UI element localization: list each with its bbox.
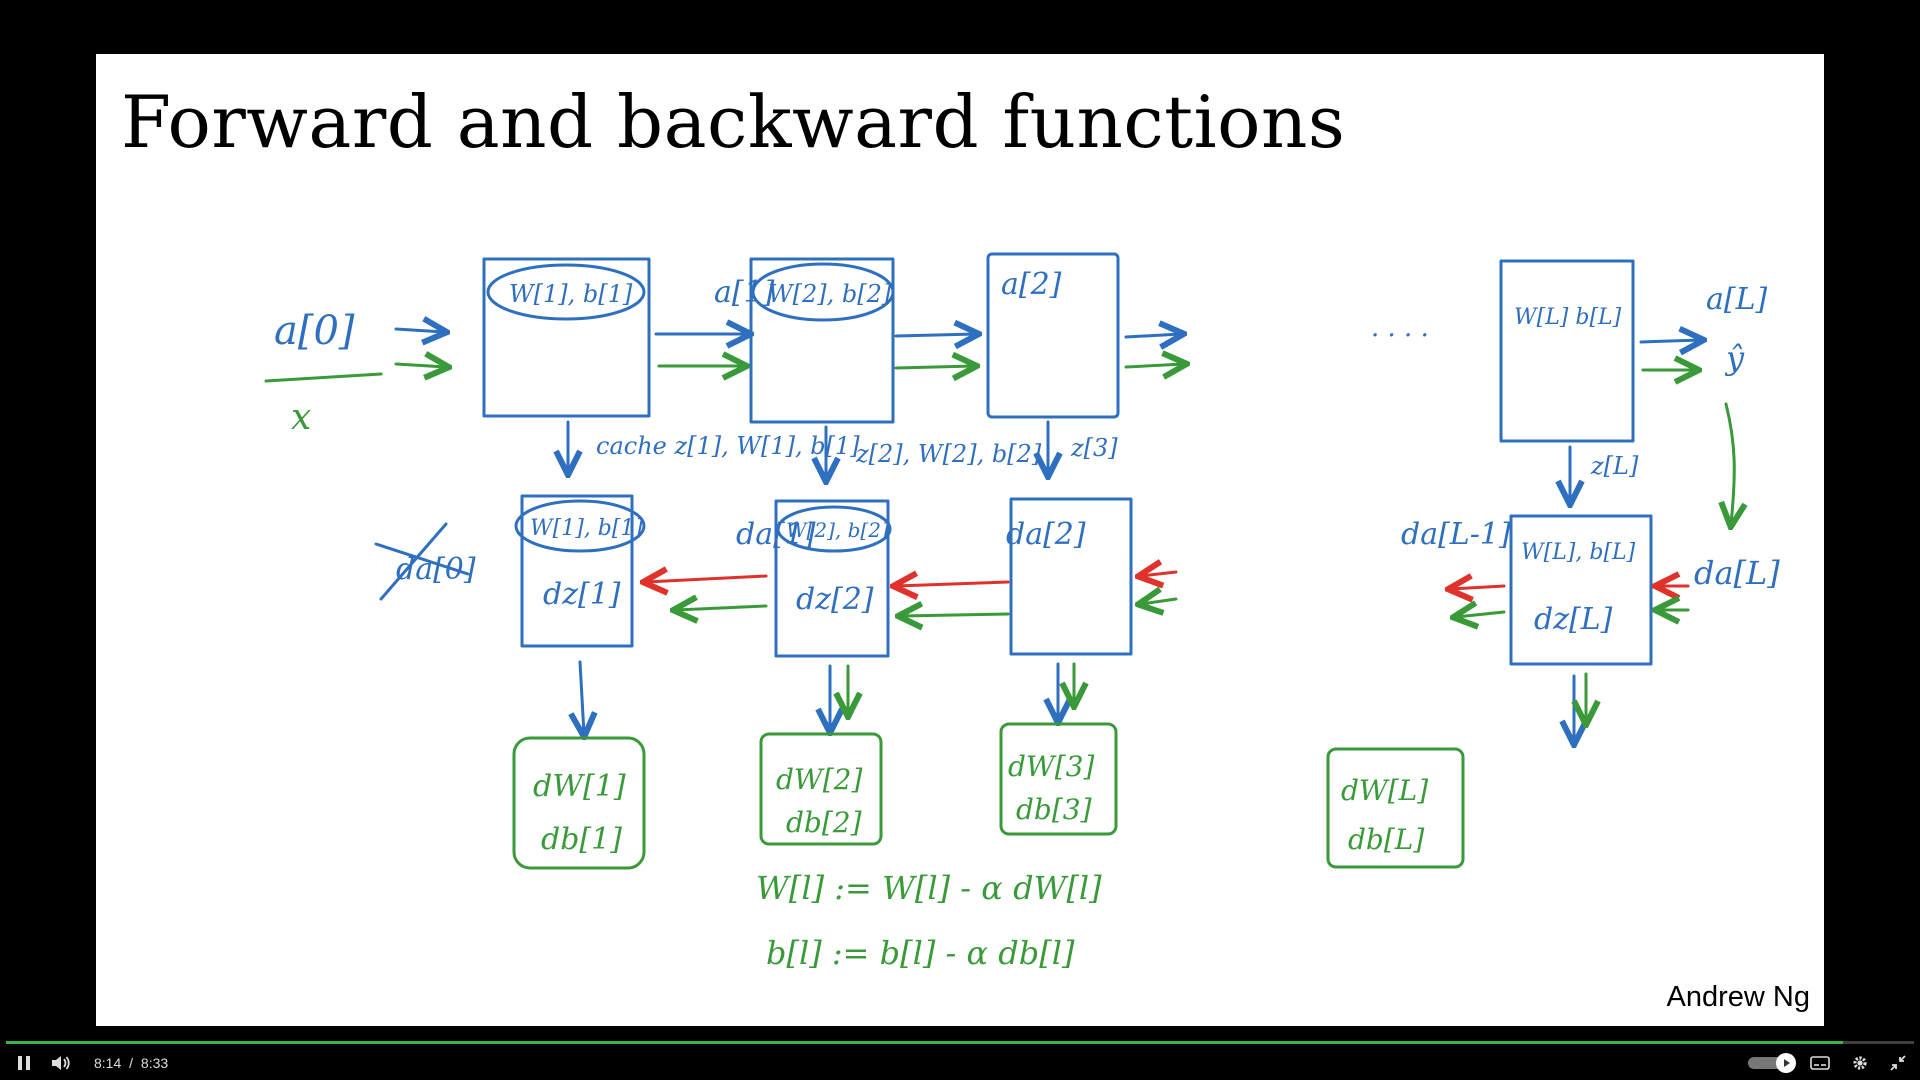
pause-icon (18, 1056, 30, 1070)
gradient-dw-L: dW[L] (1341, 774, 1428, 807)
cache-label-3: z[3] (1070, 434, 1118, 462)
gradient-box-1 (512, 736, 646, 870)
settings-button[interactable] (1848, 1050, 1872, 1076)
forward-output-L: a[L] (1706, 282, 1768, 317)
control-bar: 8:14 / 8:33 (0, 1046, 1920, 1080)
backward-params-2: W[2], b[2] (786, 518, 889, 542)
forward-block-2 (749, 257, 895, 424)
forward-block-1 (482, 257, 651, 418)
params-ellipse-2 (751, 262, 895, 322)
backward-dz-1: dz[1] (543, 577, 621, 612)
backward-block-3 (1009, 497, 1133, 656)
forward-block-3 (986, 252, 1120, 419)
gradient-db-L: db[L] (1348, 823, 1424, 856)
backward-dz-L: dz[L] (1534, 602, 1613, 637)
subtitles-button[interactable] (1808, 1050, 1832, 1076)
time-separator: / (129, 1055, 134, 1071)
y-hat-label: ŷ (1724, 339, 1745, 377)
input-x-label: x (291, 397, 311, 438)
cache-label-2: z[2], W[2], b[2] (855, 440, 1042, 468)
forward-output-2: a[2] (1001, 267, 1062, 302)
forward-params-L: W[L] b[L] (1514, 305, 1622, 330)
backward-block-L (1509, 514, 1653, 666)
gradient-box-2 (759, 732, 883, 846)
forward-output-1: a[1] (714, 275, 775, 310)
volume-button[interactable] (48, 1050, 74, 1076)
params-ellipse-1 (486, 263, 646, 321)
backward-block-2 (774, 499, 890, 658)
update-rule-w: W[l] := W[l] - α dW[l] (756, 869, 1102, 907)
network-diagram: a[0] x W[1], b[1] a[1] W[2], b[2] a[2] · (264, 252, 1780, 972)
author-credit: Andrew Ng (1666, 981, 1810, 1013)
ellipsis: · · · · (1371, 321, 1429, 351)
crossed-da0-label: da[0] (396, 552, 476, 587)
forward-block-L (1499, 259, 1635, 443)
forward-params-1: W[1], b[1] (509, 280, 633, 308)
forward-params-2: W[2], b[2] (768, 280, 892, 308)
backward-block-1 (520, 494, 634, 648)
cache-label-L: z[L] (1590, 452, 1639, 480)
cache-label-1: cache z[1], W[1], b[1] (596, 432, 860, 460)
exit-fullscreen-button[interactable] (1886, 1050, 1910, 1076)
volume-icon (52, 1056, 70, 1070)
duration: 8:33 (140, 1055, 169, 1071)
progress-bar[interactable] (6, 1041, 1914, 1044)
gradient-db-3: db[3] (1016, 793, 1092, 826)
backward-label-da2: da[2] (1006, 517, 1086, 552)
exit-fullscreen-icon (1890, 1055, 1906, 1071)
gradient-db-1: db[1] (541, 822, 622, 857)
backward-label-daL-1: da[L-1] (1401, 517, 1511, 552)
back-params-ellipse-2 (776, 505, 892, 553)
gradient-dw-1: dW[1] (533, 769, 626, 804)
slide-title: Forward and backward functions (121, 80, 1346, 164)
input-a0-label: a[0] (274, 308, 355, 354)
progress-fill (6, 1041, 1844, 1044)
time-display: 8:14 / 8:33 (94, 1055, 172, 1071)
backward-params-L: W[L], b[L] (1521, 540, 1636, 565)
gear-icon (1853, 1056, 1867, 1070)
back-params-ellipse-1 (514, 499, 646, 553)
gradient-box-L (1326, 747, 1465, 869)
pause-button[interactable] (12, 1050, 36, 1076)
backward-dz-2: dz[2] (796, 582, 874, 617)
current-time: 8:14 (94, 1055, 122, 1071)
autoplay-knob (1776, 1053, 1796, 1073)
gradient-dw-2: dW[2] (776, 763, 862, 796)
update-rule-b: b[l] := b[l] - α db[l] (766, 934, 1075, 972)
subtitles-icon (1810, 1056, 1830, 1070)
gradient-box-3 (999, 722, 1118, 836)
gradient-dw-3: dW[3] (1008, 750, 1094, 783)
play-icon (1784, 1059, 1790, 1067)
video-frame[interactable]: Forward and backward functions a[0] x (96, 54, 1824, 1026)
gradient-db-2: db[2] (786, 806, 862, 839)
autoplay-toggle[interactable] (1748, 1053, 1796, 1073)
backward-params-1: W[1], b[1] (530, 516, 643, 541)
backward-label-daL: da[L] (1694, 554, 1780, 592)
